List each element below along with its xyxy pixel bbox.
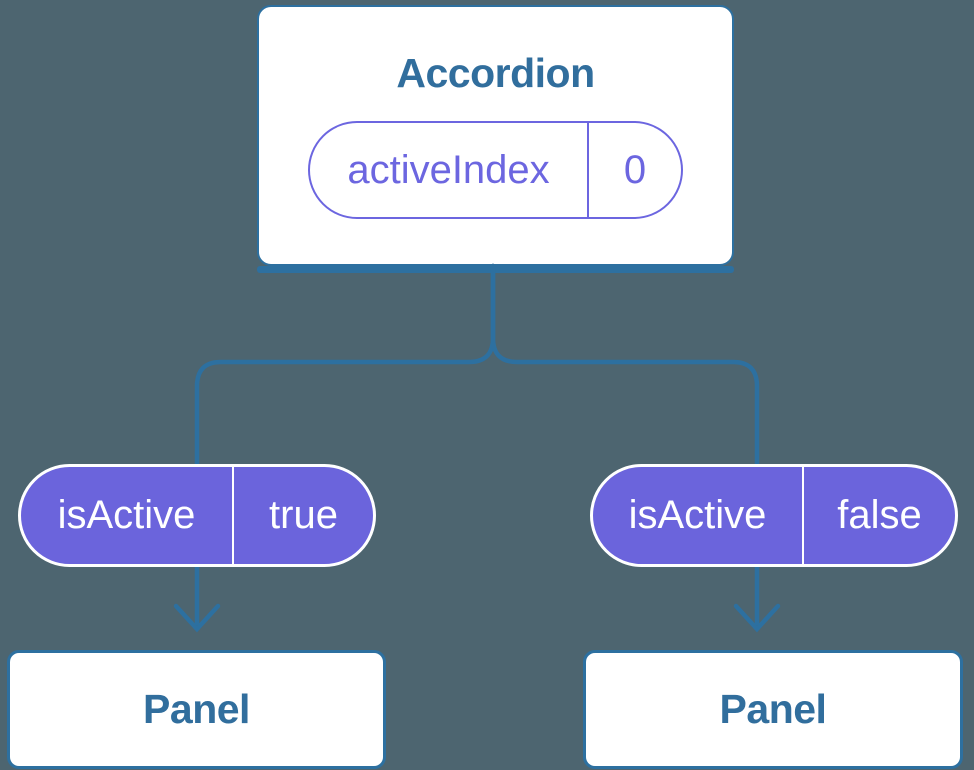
panel-node-right: Panel [583,650,963,769]
state-pill-name: activeIndex [347,147,550,192]
accordion-node-underline [257,266,734,273]
connector-line-left [194,263,496,469]
panel-node-title: Panel [143,686,250,732]
arrow-down-icon [733,564,781,633]
prop-pill-name: isActive [628,493,767,537]
state-pill: activeIndex 0 [308,121,683,219]
state-pill-value: 0 [587,123,681,217]
prop-pill-right: isActive false [590,464,958,567]
connector-line-right [490,263,760,469]
prop-pill-value: true [232,467,373,564]
panel-node-left: Panel [7,650,386,769]
prop-pill-name: isActive [57,493,196,537]
prop-pill-left: isActive true [18,464,376,567]
prop-pill-value: false [802,467,955,564]
panel-node-title: Panel [719,686,827,732]
accordion-node-title: Accordion [396,50,595,96]
arrow-down-icon [173,564,221,633]
